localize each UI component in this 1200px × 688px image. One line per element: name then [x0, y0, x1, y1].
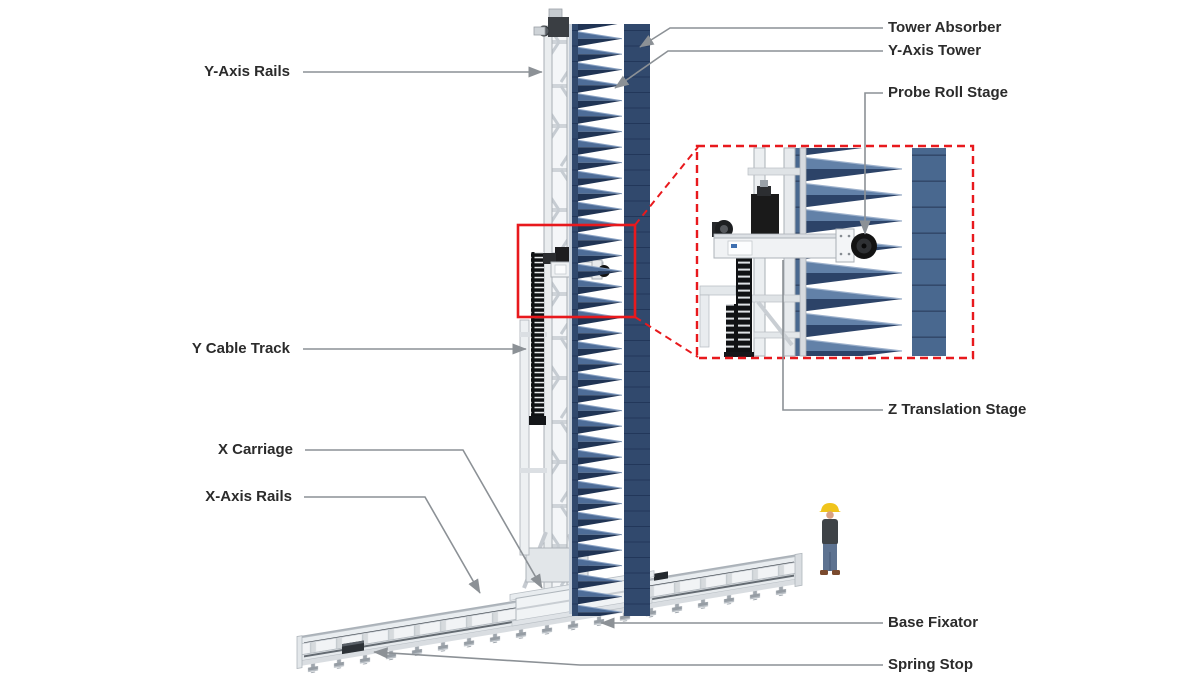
y-axis-rail-left-post — [543, 29, 553, 591]
leader-z-translation-stage — [782, 260, 883, 411]
inset-probe-roll-stage — [851, 233, 877, 259]
leader-spring-stop — [373, 647, 883, 666]
tower-absorber-graphic — [569, 24, 650, 616]
zoom-connector-bottom — [634, 316, 699, 358]
leader-tower-absorber — [639, 27, 883, 48]
tower-front-rail — [519, 319, 530, 556]
label-z-translation-stage: Z Translation Stage — [888, 401, 1027, 418]
detail-inset — [695, 144, 975, 360]
hard-hat-icon — [819, 503, 841, 512]
tower-top-winch — [533, 8, 569, 37]
worker-figure — [819, 503, 841, 575]
leader-probe-roll-stage — [859, 92, 883, 235]
rail-end-stop — [654, 571, 668, 581]
inset-cable-track — [724, 250, 754, 357]
label-x-carriage: X Carriage — [217, 441, 293, 458]
zoom-region-box — [516, 223, 637, 319]
spring-stop-graphic — [342, 640, 364, 655]
label-spring-stop: Spring Stop — [888, 656, 973, 673]
inset-z-translation-stage — [712, 180, 855, 263]
worker-head — [826, 511, 834, 519]
worker-shirt — [822, 519, 838, 545]
zoom-connector-top — [634, 146, 699, 226]
label-y-cable-track: Y Cable Track — [191, 340, 290, 357]
label-x-axis-rails: X-Axis Rails — [205, 488, 292, 505]
label-y-axis-tower: Y-Axis Tower — [888, 42, 982, 59]
leader-lines — [303, 27, 883, 666]
label-probe-roll-stage: Probe Roll Stage — [888, 84, 1009, 101]
leader-x-axis-rails — [304, 496, 481, 594]
detail-inset-border — [695, 144, 975, 360]
label-tower-absorber: Tower Absorber — [888, 19, 1002, 36]
leader-x-carriage — [305, 449, 543, 589]
label-y-axis-rails: Y-Axis Rails — [204, 63, 290, 80]
bed-feet — [302, 584, 796, 675]
worker-shoes — [820, 570, 828, 575]
leader-y-axis-tower — [614, 50, 883, 89]
y-cable-track-graphic — [529, 252, 546, 425]
label-base-fixator: Base Fixator — [888, 614, 979, 631]
